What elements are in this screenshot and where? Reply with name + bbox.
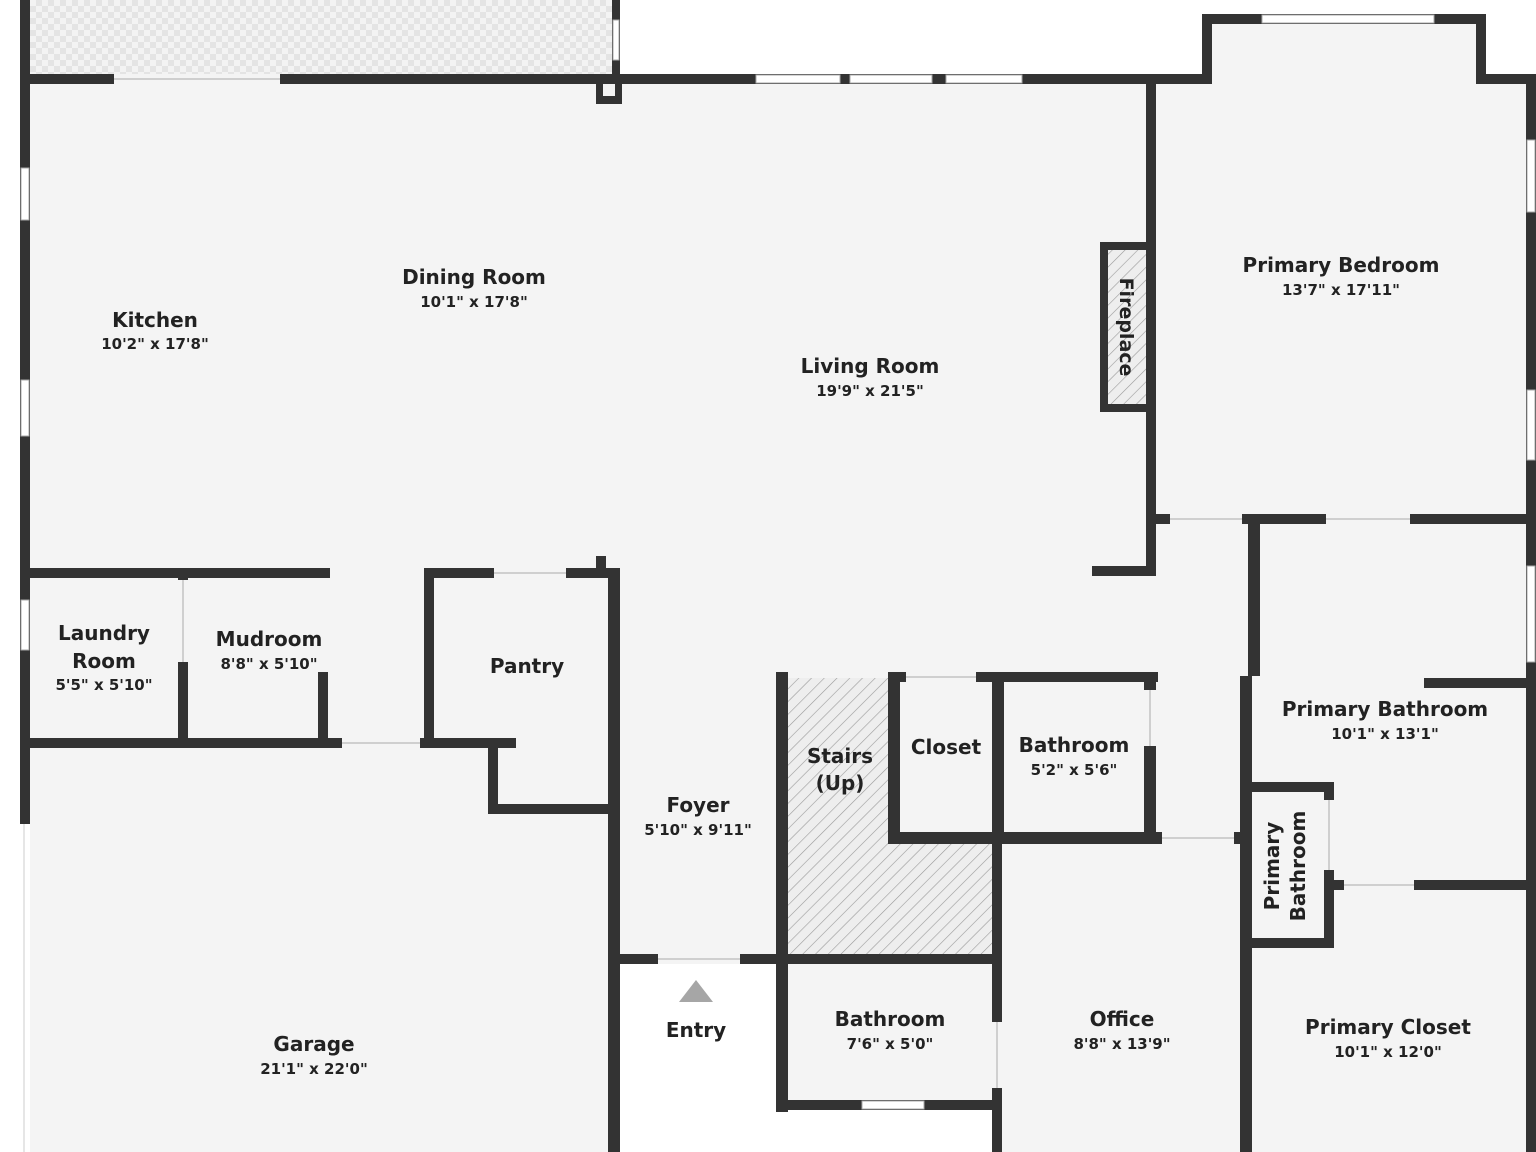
laundry-room-label-2: Room	[72, 649, 136, 673]
primary-closet-label: Primary Closet	[1305, 1015, 1471, 1039]
stairs-label-1: Stairs	[807, 744, 873, 768]
laundry-room-dims: 5'5" x 5'10"	[55, 676, 152, 694]
foyer-label: Foyer	[666, 793, 729, 817]
primary-bathroom-small-label-1: Primary	[1260, 822, 1284, 911]
garage-label: Garage	[273, 1032, 354, 1056]
living-room-dims: 19'9" x 21'5"	[816, 382, 924, 400]
closet-label: Closet	[911, 735, 982, 759]
room-labels: Kitchen 10'2" x 17'8" Dining Room 10'1" …	[55, 253, 1488, 1078]
mudroom-dims: 8'8" x 5'10"	[220, 655, 317, 673]
kitchen-label: Kitchen	[112, 308, 198, 332]
primary-bathroom-small-label-2: Bathroom	[1286, 811, 1310, 922]
openings	[20, 14, 1536, 1152]
kitchen-dims: 10'2" x 17'8"	[101, 335, 209, 353]
entry-label: Entry	[666, 1018, 726, 1042]
primary-bathroom-dims: 10'1" x 13'1"	[1331, 725, 1439, 743]
office-dims: 8'8" x 13'9"	[1073, 1035, 1170, 1053]
foyer-dims: 5'10" x 9'11"	[644, 821, 752, 839]
stairs-label-2: (Up)	[816, 771, 865, 795]
laundry-room-label-1: Laundry	[58, 621, 150, 645]
fireplace-label: Fireplace	[1115, 278, 1137, 377]
patio	[28, 0, 616, 76]
dining-room-dims: 10'1" x 17'8"	[420, 293, 528, 311]
dining-room-label: Dining Room	[402, 265, 546, 289]
primary-bedroom-dims: 13'7" x 17'11"	[1282, 281, 1400, 299]
garage-dims: 21'1" x 22'0"	[260, 1060, 368, 1078]
office-label: Office	[1090, 1007, 1155, 1031]
bathroom-upper-dims: 5'2" x 5'6"	[1031, 761, 1118, 779]
primary-closet-dims: 10'1" x 12'0"	[1334, 1043, 1442, 1061]
primary-bedroom-label: Primary Bedroom	[1243, 253, 1440, 277]
entry-arrow-icon	[679, 980, 713, 1002]
living-room-label: Living Room	[801, 354, 940, 378]
pantry-label: Pantry	[490, 654, 564, 678]
primary-bathroom-label: Primary Bathroom	[1282, 697, 1488, 721]
bathroom-lower-dims: 7'6" x 5'0"	[847, 1035, 934, 1053]
bathroom-upper-label: Bathroom	[1019, 733, 1130, 757]
mudroom-label: Mudroom	[216, 627, 323, 651]
bathroom-lower-label: Bathroom	[835, 1007, 946, 1031]
